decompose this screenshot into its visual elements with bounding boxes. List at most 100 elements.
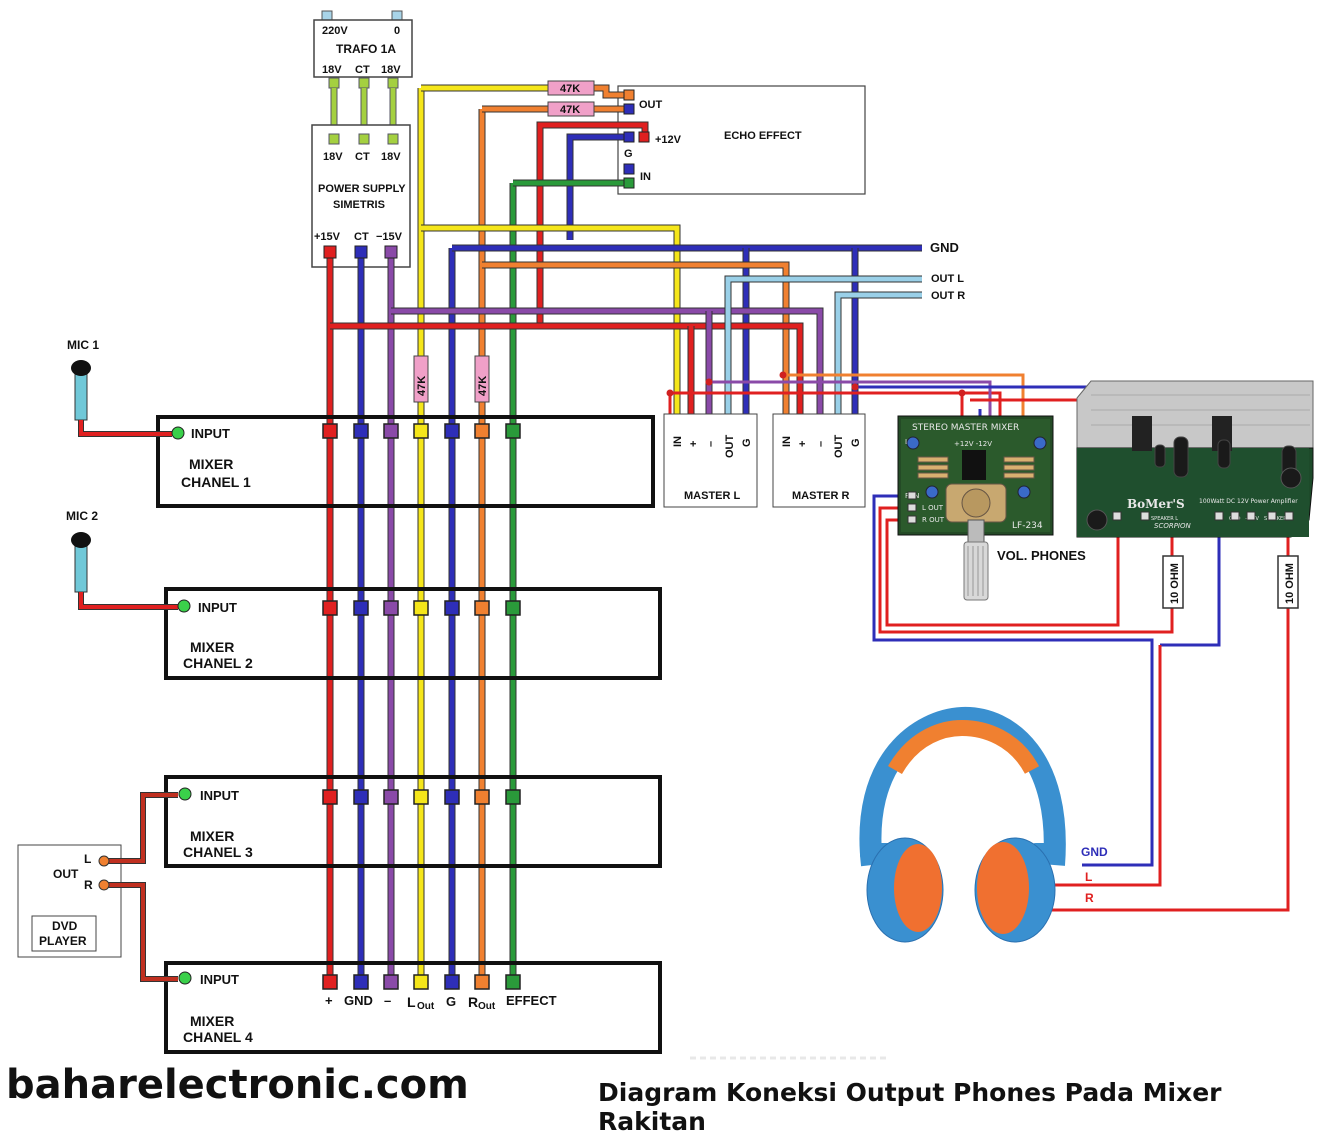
ps-ct-label: CT bbox=[354, 231, 369, 243]
wire-out-l-bus bbox=[725, 276, 922, 420]
hp-l-label: L bbox=[1085, 870, 1092, 884]
diagram-caption: Diagram Koneksi Output Phones Pada Mixer… bbox=[598, 1078, 1222, 1136]
dvd-l-label: L bbox=[84, 852, 91, 866]
mixer-2-line2: CHANEL 2 bbox=[183, 655, 253, 671]
master-l-pin-label: – bbox=[705, 441, 717, 447]
wire-purple-bus bbox=[391, 308, 823, 420]
mixer-pin bbox=[383, 974, 399, 990]
bus-outr-label: OUT R bbox=[931, 290, 965, 302]
mixer-pin bbox=[505, 974, 521, 990]
wire-out-r-bus bbox=[835, 292, 922, 420]
master-l-pin-label: OUT bbox=[724, 435, 736, 459]
ps-neg-label: −15V bbox=[376, 231, 403, 243]
mixer-pin bbox=[413, 789, 429, 805]
echo-pin bbox=[623, 131, 635, 143]
resistor-10ohm-left: 10 OHM bbox=[1162, 555, 1184, 609]
dvd-out-label: OUT bbox=[53, 867, 79, 881]
dvd-line1: DVD bbox=[52, 919, 78, 933]
junction-dot bbox=[958, 389, 966, 397]
wire-phones-r-in bbox=[885, 516, 1120, 627]
mixer-pin bbox=[444, 974, 460, 990]
mic-1-label: MIC 1 bbox=[67, 338, 99, 352]
amp-spk-l: SPEAKER L bbox=[1151, 516, 1178, 522]
mic-2-label: MIC 2 bbox=[66, 509, 98, 523]
mixer-pin bbox=[413, 974, 429, 990]
stereo-master-mixer-pcb: STEREO MASTER MIXER +12V -12V L IN R IN … bbox=[897, 415, 1086, 601]
mixer-1-line1: MIXER bbox=[189, 456, 233, 472]
resistor-47k-left bbox=[413, 355, 429, 403]
master-r-pin-label: – bbox=[815, 441, 827, 447]
transformer: 220V 0 TRAFO 1A 18V CT 18V bbox=[313, 10, 413, 145]
mixer-pin bbox=[322, 974, 338, 990]
master-r-pin-label: + bbox=[797, 441, 809, 447]
ps-pos-label: +15V bbox=[314, 231, 341, 243]
mixer-pin bbox=[444, 600, 460, 616]
mixer-pin bbox=[413, 423, 429, 439]
mixer-channel-2-box bbox=[164, 587, 662, 680]
pin-label-plus: + bbox=[325, 993, 333, 1008]
master-boxes: MASTER L MASTER R bbox=[663, 413, 866, 508]
echo-out-label: OUT bbox=[639, 99, 663, 111]
pin-label-lout-l: L bbox=[407, 994, 416, 1010]
resistor-47k-right bbox=[474, 355, 490, 403]
trafo-220v-label: 220V bbox=[322, 25, 348, 37]
mixer-3-line2: CHANEL 3 bbox=[183, 844, 253, 860]
wire-echo-12v bbox=[537, 122, 648, 323]
pin-label-rout-sub: Out bbox=[478, 1001, 496, 1012]
echo-pin bbox=[623, 177, 635, 189]
mixer-pin bbox=[444, 789, 460, 805]
hp-r-label: R bbox=[1085, 891, 1094, 905]
wire-hp-r bbox=[1040, 608, 1290, 912]
mixer-pin bbox=[505, 423, 521, 439]
hp-gnd-label: GND bbox=[1081, 845, 1108, 859]
master-r-pin-label: OUT bbox=[833, 435, 845, 459]
pcb-small-title: STEREO MASTER MIXER bbox=[912, 423, 1019, 433]
mixer-pin bbox=[474, 600, 490, 616]
vol-phones-label: VOL. PHONES bbox=[997, 548, 1086, 563]
site-name: baharelectronic.com bbox=[6, 1062, 469, 1108]
dvd-r-label: R bbox=[84, 878, 93, 892]
master-r-pin-label: G bbox=[850, 438, 862, 447]
power-amplifier-pcb: BoMer'S SCORPION 100Watt DC 12V Power Am… bbox=[1076, 380, 1314, 538]
amp-spk-r: SPEAKER R bbox=[1264, 516, 1292, 522]
master-l-pin-label: + bbox=[688, 441, 700, 447]
pin-label-lout-sub: Out bbox=[417, 1001, 435, 1012]
pcb-small-rout: R OUT bbox=[922, 516, 945, 524]
ps-title-1: POWER SUPPLY bbox=[318, 183, 406, 195]
resistor-10ohm-right: 10 OHM bbox=[1277, 555, 1299, 609]
junction-dot bbox=[705, 378, 713, 386]
ps-18v-left: 18V bbox=[323, 151, 343, 163]
mixer-pin bbox=[383, 600, 399, 616]
pin-label-minus: – bbox=[384, 993, 391, 1008]
bus-gnd-label: GND bbox=[930, 240, 959, 255]
mixer-pin bbox=[322, 423, 338, 439]
wire-hp-l bbox=[1040, 645, 1162, 887]
mixer-pin bbox=[322, 789, 338, 805]
echo-g-label: G bbox=[624, 148, 633, 160]
mixer-pin bbox=[353, 423, 369, 439]
junction-dot bbox=[666, 389, 674, 397]
master-l-label: MASTER L bbox=[684, 490, 741, 502]
wire-echo-out-a bbox=[594, 85, 630, 98]
pcb-small-lout: L OUT bbox=[922, 504, 944, 512]
mixer-3-line1: MIXER bbox=[190, 828, 234, 844]
amp-sub: SCORPION bbox=[1154, 522, 1192, 530]
r10-left-label: 10 OHM bbox=[1169, 563, 1181, 604]
echo-pin bbox=[623, 89, 635, 101]
echo-pin bbox=[623, 163, 635, 175]
wire-red-bus bbox=[330, 323, 803, 420]
pin-label-rout-r: R bbox=[468, 994, 478, 1010]
resistor-47k-mid-label: 47K bbox=[560, 104, 580, 116]
trafo-name: TRAFO 1A bbox=[336, 42, 396, 56]
mixer-pin bbox=[353, 789, 369, 805]
resistor-47k-mid bbox=[547, 101, 595, 117]
wires bbox=[326, 84, 1290, 985]
trafo-18v-right: 18V bbox=[381, 64, 401, 76]
mixer-4-input: INPUT bbox=[200, 972, 239, 987]
echo-title: ECHO EFFECT bbox=[724, 130, 802, 142]
master-r-label: MASTER R bbox=[792, 490, 850, 502]
pin-label-g: G bbox=[446, 994, 456, 1009]
dvd-line2: PLAYER bbox=[39, 934, 87, 948]
